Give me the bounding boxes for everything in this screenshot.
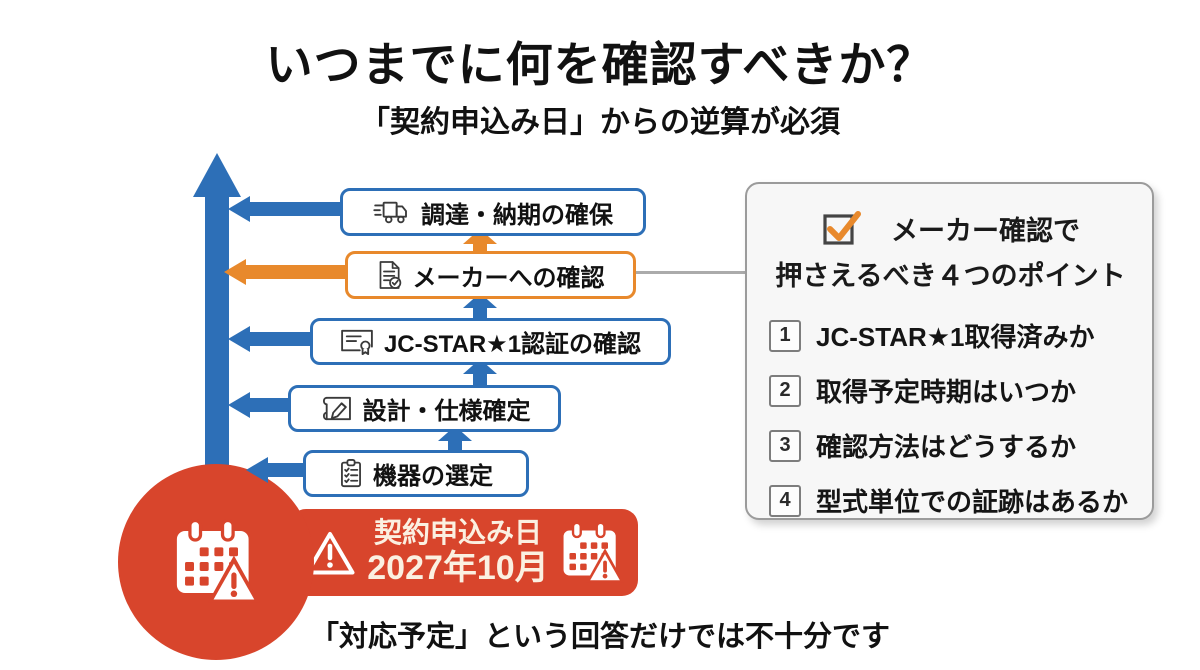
checklist-heading-line1: メーカー確認で <box>891 215 1080 246</box>
design-icon <box>322 396 351 421</box>
arrow-maker-check <box>224 259 345 285</box>
checklist-panel: メーカー確認で 押さえるべき４つのポイント 1 JC-STAR★1取得済みか 2… <box>745 182 1154 520</box>
checklist-items: 1 JC-STAR★1取得済みか 2 取得予定時期はいつか 3 確認方法はどうす… <box>769 317 1132 519</box>
arrow-selection <box>246 457 304 483</box>
item-number-badge: 1 <box>769 319 801 352</box>
deadline-date: 2027年10月 <box>367 549 549 588</box>
checklist-item: 4 型式単位での証跡はあるか <box>769 482 1132 519</box>
timeline-box-equipment-selection: 機器の選定 <box>303 450 529 497</box>
deadline-banner: 契約申込み日 2027年10月 <box>290 509 638 596</box>
timeline-box-label: JC-STAR★1認証の確認 <box>383 331 642 358</box>
timeline-box-procurement: 調達・納期の確保 <box>340 188 646 236</box>
deadline-circle <box>118 464 314 660</box>
timeline-box-label: 機器の選定 <box>373 463 493 490</box>
certificate-icon <box>341 329 373 355</box>
item-number-badge: 4 <box>769 484 801 517</box>
item-text: 確認方法はどうするか <box>816 432 1077 462</box>
checkbox-icon <box>823 211 861 245</box>
checklist-heading-line2: 押さえるべき４つのポイント <box>775 261 1126 291</box>
checklist-item: 3 確認方法はどうするか <box>769 427 1132 464</box>
checklist-item: 1 JC-STAR★1取得済みか <box>769 317 1132 354</box>
timeline-box-maker-check: メーカーへの確認 <box>345 251 636 299</box>
page-title: いつまでに何を確認すべきか？ <box>265 38 935 91</box>
timeline-box-label: メーカーへの確認 <box>412 264 605 292</box>
arrow-jcstar <box>228 326 310 352</box>
checklist-item: 2 取得予定時期はいつか <box>769 372 1132 409</box>
timeline-box-design-spec: 設計・仕様確定 <box>288 385 561 432</box>
timeline-arrowhead <box>193 153 241 197</box>
timeline-box-jcstar-cert: JC-STAR★1認証の確認 <box>310 318 671 365</box>
item-text: JC-STAR★1取得済みか <box>816 322 1095 352</box>
item-text: 型式単位での証跡はあるか <box>816 487 1129 517</box>
item-text: 取得予定時期はいつか <box>816 377 1077 407</box>
deadline-text: 契約申込み日 2027年10月 <box>356 517 560 588</box>
item-number-badge: 3 <box>769 429 801 462</box>
warning-triangle-icon <box>305 531 355 574</box>
deadline-label: 契約申込み日 <box>373 516 542 548</box>
bottom-note: 「対応予定」という回答だけでは不十分です <box>309 621 890 653</box>
arrow-design <box>228 392 288 418</box>
page-subtitle: 「契約申込み日」からの逆算が必須 <box>360 106 840 139</box>
timeline-box-label: 調達・納期の確保 <box>421 201 613 229</box>
checklist-heading-row: メーカー確認で <box>769 208 1132 248</box>
document-check-icon <box>379 261 401 289</box>
clipboard-icon <box>341 459 361 488</box>
arrow-procurement <box>228 196 340 222</box>
calendar-warning-icon <box>176 519 260 603</box>
timeline-box-label: 設計・仕様確定 <box>362 398 531 425</box>
panel-connector-line <box>630 271 748 274</box>
item-number-badge: 2 <box>769 374 801 407</box>
calendar-warning-icon <box>563 521 624 583</box>
truck-icon <box>373 201 407 224</box>
